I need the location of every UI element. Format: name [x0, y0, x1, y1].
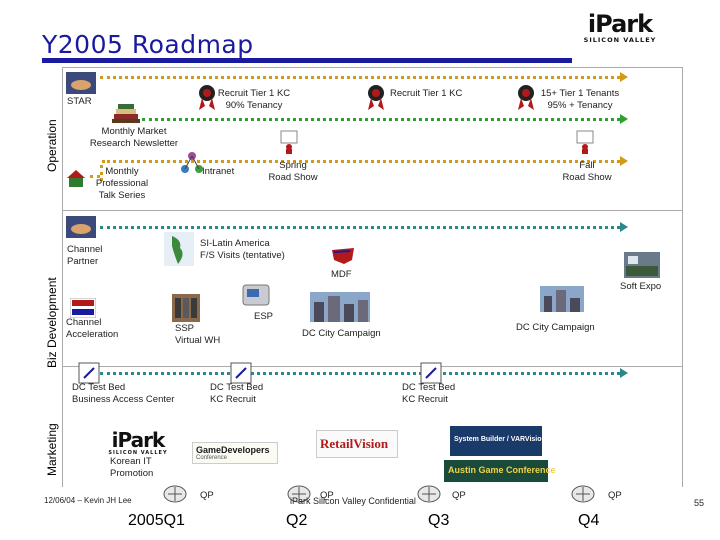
title-underline: [42, 58, 572, 63]
handshake-icon: [66, 72, 96, 94]
recruit-tier1-label-2: Recruit Tier 1 KC: [390, 88, 463, 99]
retail-vision-logo: RetailVision: [316, 430, 398, 458]
soft-expo-label: Soft Expo: [620, 281, 662, 292]
mdf-label: MDF: [331, 269, 352, 280]
date-author: 12/06/04 – Kevin JH Lee: [44, 496, 132, 505]
testbed-icon: [420, 362, 442, 384]
page-title: Y2005 Roadmap: [42, 30, 254, 59]
quarter-label-q3: Q3: [428, 512, 450, 529]
page-number: 55: [694, 498, 705, 508]
quarterly-package-icon: [417, 485, 441, 503]
qp-label-1: QP: [200, 490, 214, 501]
right-divider: [682, 67, 683, 487]
arrowhead: [620, 156, 628, 166]
quarter-label-q2: Q2: [286, 512, 308, 529]
quarter-label-q4: Q4: [578, 512, 600, 529]
esp-label: ESP: [254, 311, 274, 322]
quarterly-package-icon: [163, 485, 187, 503]
biz-divider: [62, 366, 682, 367]
city-photo-icon: [540, 286, 584, 312]
qp-label-2: QP: [320, 490, 334, 501]
top-divider: [62, 67, 682, 68]
system-builder-logo: System Builder / VARVision: [450, 426, 546, 456]
quarter-label-q1: 2005Q1: [128, 512, 185, 529]
city-photo-icon: [310, 292, 370, 322]
testbed-icon: [230, 362, 252, 384]
ipark-logo-small: iPark SILICON VALLEY: [108, 428, 168, 456]
presenter-icon: [280, 130, 298, 154]
talk-series-arrow: [90, 175, 100, 178]
confidential-notice: iPark Silicon Valley Confidential: [290, 496, 416, 506]
network-icon: [181, 152, 203, 173]
left-divider: [62, 67, 63, 487]
globe-map-icon: [164, 232, 194, 266]
intranet-label: Intranet: [202, 166, 235, 177]
news-logo-icon: [70, 298, 96, 318]
presenter-icon: [576, 130, 594, 154]
arrowhead: [620, 114, 628, 124]
quarterly-package-icon: [287, 485, 311, 503]
section-label-biz: Biz Development: [45, 277, 59, 368]
warehouse-photo-icon: [172, 294, 200, 322]
dc-city-campaign-label-1: DC City Campaign: [302, 328, 381, 339]
star-label: STAR: [67, 96, 92, 107]
section-label-operation: Operation: [45, 119, 59, 172]
newsletter-timeline-arrow: [142, 118, 620, 121]
ribbon-icon: [199, 85, 215, 110]
expo-photo-icon: [624, 252, 660, 278]
qp-label-3: QP: [452, 490, 466, 501]
arrowhead: [620, 72, 628, 82]
talk-series-marker: [100, 165, 103, 181]
operation-timeline-arrow-1: [100, 76, 620, 79]
arrowhead: [620, 368, 628, 378]
dc-city-campaign-label-2: DC City Campaign: [516, 322, 595, 333]
biz-timeline-arrow-2: [100, 372, 620, 375]
books-icon: [112, 104, 140, 123]
quarterly-package-icon: [571, 485, 595, 503]
biz-timeline-arrow-1: [100, 226, 620, 229]
arrowhead: [620, 222, 628, 232]
ribbon-icon: [368, 85, 384, 110]
usa-map-icon: [330, 242, 356, 268]
device-icon: [242, 284, 270, 306]
austin-game-conference-logo: Austin Game Conference: [444, 460, 556, 482]
operation-divider: [62, 210, 682, 211]
house-icon: [67, 170, 85, 187]
ipark-logo: iPark SILICON VALLEY: [583, 10, 657, 44]
section-label-marketing: Marketing: [45, 423, 59, 476]
game-developers-logo: GameDevelopers Conference: [192, 442, 278, 464]
handshake-icon: [66, 216, 96, 238]
testbed-icon: [78, 362, 100, 384]
qp-label-4: QP: [608, 490, 622, 501]
ribbon-icon: [518, 85, 534, 110]
operation-timeline-arrow-2: [102, 160, 620, 163]
